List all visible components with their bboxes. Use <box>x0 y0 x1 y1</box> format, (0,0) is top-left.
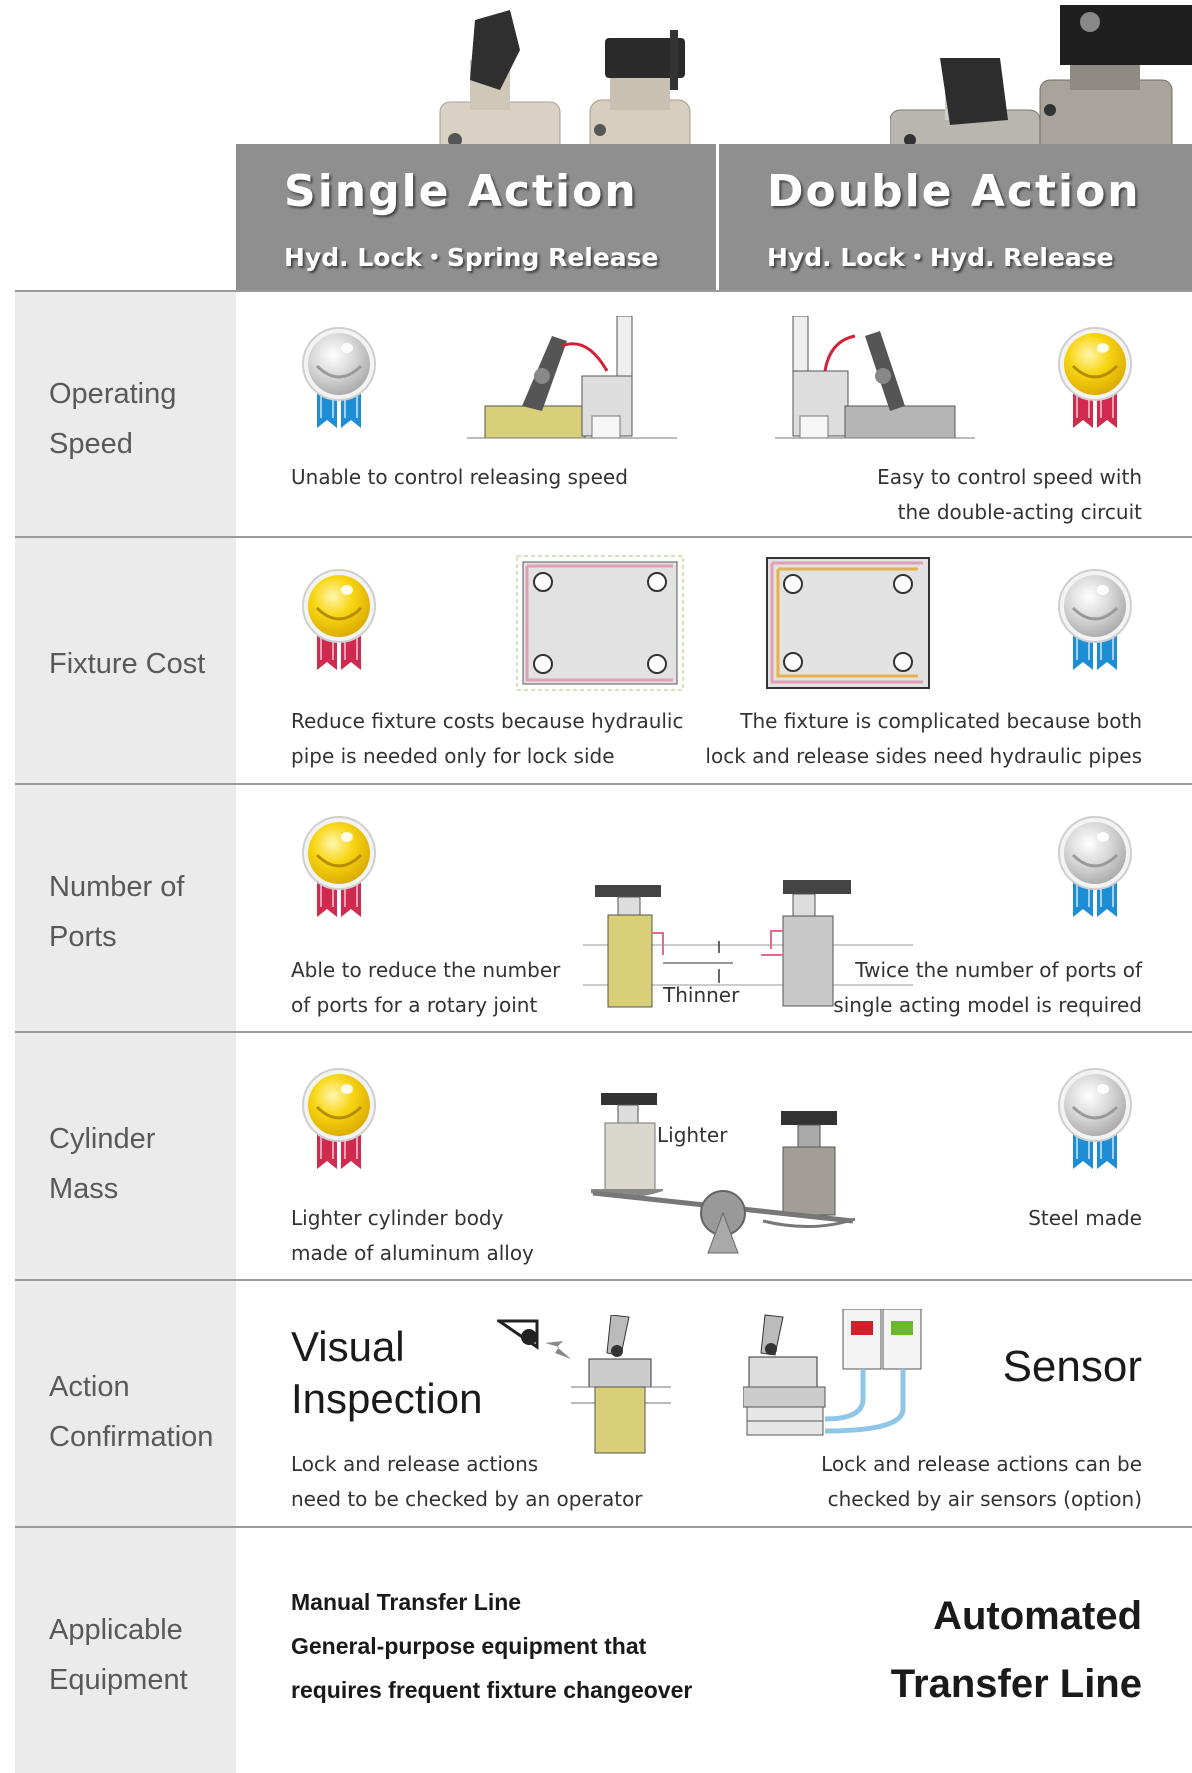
text-line: Lock and release actions <box>291 1452 539 1476</box>
row-label-line: Ports <box>49 921 117 953</box>
silver-medal-icon <box>1055 568 1135 678</box>
automated-transfer-line-heading: Automated Transfer Line <box>891 1582 1142 1718</box>
text-line: Able to reduce the number <box>291 958 561 982</box>
sensor-clamp-diagram <box>743 1309 922 1436</box>
single-fixture-diagram <box>516 555 684 691</box>
single-action-subtitle: Hyd. Lock・Spring Release <box>284 243 659 272</box>
row-label-line: Number of <box>49 871 185 903</box>
text-line: single acting model is required <box>833 993 1142 1017</box>
silver-medal-icon <box>1055 1067 1135 1177</box>
text-line: need to be checked by an operator <box>291 1487 643 1511</box>
text-line: made of aluminum alloy <box>291 1241 534 1265</box>
row-label-line: Equipment <box>49 1664 188 1696</box>
row-number-of-ports: Number of Ports Thinner Able to reduce t… <box>15 783 1192 1033</box>
text-line: the double-acting circuit <box>897 500 1142 524</box>
row-label: Applicable Equipment <box>15 1528 236 1773</box>
single-description: Unable to control releasing speed <box>291 460 628 495</box>
single-description: Reduce fixture costs because hydraulic p… <box>291 704 683 774</box>
double-description: Easy to control speed with the double-ac… <box>877 460 1142 530</box>
text-line: Manual Transfer Line <box>291 1589 522 1615</box>
silver-medal-icon <box>1055 815 1135 925</box>
double-action-header: Double Action Hyd. Lock・Hyd. Release <box>719 144 1192 290</box>
row-label: Fixture Cost <box>15 538 236 785</box>
row-applicable-equipment: Applicable Equipment Manual Transfer Lin… <box>15 1526 1192 1773</box>
double-description: Twice the number of ports of single acti… <box>833 953 1142 1023</box>
heading-line: Visual <box>291 1323 405 1370</box>
text-line: Unable to control releasing speed <box>291 465 628 489</box>
text-line: Twice the number of ports of <box>855 958 1142 982</box>
sensor-heading: Sensor <box>1002 1342 1142 1391</box>
row-fixture-cost: Fixture Cost Reduce fixture costs becaus… <box>15 536 1192 785</box>
text-line: Easy to control speed with <box>877 465 1142 489</box>
double-description: Steel made <box>1028 1201 1142 1236</box>
row-label-line: Applicable <box>49 1614 183 1646</box>
text-line: General-purpose equipment that <box>291 1633 647 1659</box>
mass-balance-diagram <box>591 1093 856 1254</box>
row-label: Operating Speed <box>15 292 236 538</box>
thinner-annotation: Thinner <box>663 983 740 1007</box>
single-description: Able to reduce the number of ports for a… <box>291 953 560 1023</box>
double-release-diagram <box>775 316 975 439</box>
row-label: Number of Ports <box>15 785 236 1033</box>
text-line: Lock and release actions can be <box>821 1452 1142 1476</box>
row-label-line: Mass <box>49 1173 119 1205</box>
visual-inspection-heading: Visual Inspection <box>291 1321 482 1425</box>
gold-medal-icon <box>299 568 379 678</box>
row-label-line: Action <box>49 1371 130 1403</box>
text-line: lock and release sides need hydraulic pi… <box>705 744 1142 768</box>
single-description: Lock and release actions need to be chec… <box>291 1447 643 1517</box>
row-label-line: Fixture Cost <box>49 648 206 680</box>
row-label-line: Operating <box>49 378 177 410</box>
single-release-diagram <box>467 316 677 439</box>
row-cylinder-mass: Cylinder Mass Lighter Lighter cylinder b… <box>15 1031 1192 1281</box>
gold-medal-icon <box>299 815 379 925</box>
single-description: Lighter cylinder body made of aluminum a… <box>291 1201 534 1271</box>
gold-medal-icon <box>1055 326 1135 436</box>
manual-transfer-line-description: Manual Transfer Line General-purpose equ… <box>291 1580 692 1712</box>
double-action-subtitle: Hyd. Lock・Hyd. Release <box>767 243 1114 272</box>
gold-medal-icon <box>299 1067 379 1177</box>
heading-line: Transfer Line <box>890 1662 1142 1706</box>
text-line: checked by air sensors (option) <box>827 1487 1142 1511</box>
text-line: pipe is needed only for lock side <box>291 744 615 768</box>
single-action-title: Single Action <box>284 166 638 217</box>
ports-comparison-diagram <box>583 880 913 1008</box>
text-line: Steel made <box>1028 1206 1142 1230</box>
double-action-title: Double Action <box>767 166 1141 217</box>
lighter-annotation: Lighter <box>657 1123 728 1147</box>
row-action-confirmation: Action Confirmation Visual Inspection Se… <box>15 1279 1192 1528</box>
double-description: Lock and release actions can be checked … <box>821 1447 1142 1517</box>
row-label-line: Confirmation <box>49 1421 214 1453</box>
row-label: Action Confirmation <box>15 1281 236 1528</box>
silver-medal-icon <box>299 326 379 436</box>
heading-line: Automated <box>933 1594 1142 1638</box>
eye-icon <box>497 1319 571 1359</box>
row-operating-speed: Operating Speed Unable to control releas… <box>15 290 1192 538</box>
row-label: Cylinder Mass <box>15 1033 236 1281</box>
row-label-line: Cylinder <box>49 1123 156 1155</box>
text-line: requires frequent fixture changeover <box>291 1677 693 1703</box>
double-fixture-diagram <box>766 557 930 689</box>
row-label-line: Speed <box>49 428 133 460</box>
double-description: The fixture is complicated because both … <box>705 704 1142 774</box>
text-line: of ports for a rotary joint <box>291 993 538 1017</box>
single-action-header: Single Action Hyd. Lock・Spring Release <box>236 144 716 290</box>
text-line: Lighter cylinder body <box>291 1206 504 1230</box>
text-line: Reduce fixture costs because hydraulic <box>291 709 684 733</box>
visual-inspection-clamp-diagram <box>571 1315 671 1454</box>
text-line: The fixture is complicated because both <box>740 709 1142 733</box>
heading-line: Inspection <box>291 1375 483 1422</box>
